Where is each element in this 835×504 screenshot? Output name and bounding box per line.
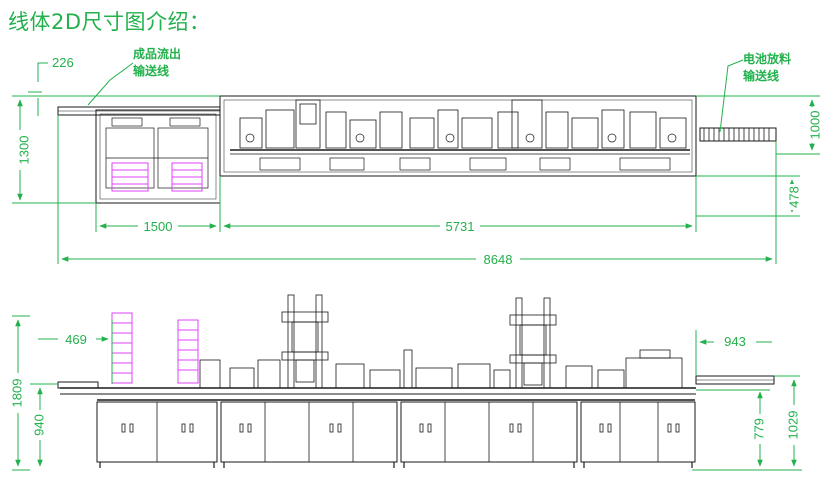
front-magenta-magazines	[111, 312, 199, 384]
dim-940: 940	[31, 414, 46, 436]
top-stations	[239, 99, 687, 149]
press-tower-right	[509, 297, 557, 389]
press-tower-left	[281, 294, 329, 389]
main-bed-inner	[223, 99, 693, 173]
dim-943: 943	[724, 334, 746, 349]
callout-output-line2: 输送线	[133, 64, 170, 78]
dim-1500: 1500	[144, 219, 173, 234]
dim-226: 226	[52, 55, 74, 70]
dim-1000: 1000	[807, 111, 822, 140]
front-view-drawing	[57, 294, 775, 468]
dim-779: 779	[751, 418, 766, 440]
cabinet-4	[580, 401, 696, 463]
dim-5731: 5731	[446, 219, 475, 234]
dim-469: 469	[65, 332, 87, 347]
dim-478: 478	[786, 186, 801, 208]
top-view-drawing	[57, 95, 777, 204]
front-view-dimensions	[12, 315, 802, 471]
page-title: 线体2D尺寸图介绍：	[8, 10, 211, 34]
callout-output-conveyor: 成品流出 输送线	[133, 46, 181, 80]
front-view-dimension-labels: 1809 940 469 943 779 1029	[9, 332, 803, 445]
top-view-dimensions	[12, 59, 820, 264]
dim-1300: 1300	[16, 136, 31, 165]
input-conveyor	[699, 127, 777, 142]
input-conveyor-chain	[703, 128, 770, 141]
top-view-dimension-labels: 226 1300 1000 478 1500 5731 8648	[10, 53, 824, 267]
callout-input-line2: 输送线	[743, 69, 780, 83]
left-section-outline	[95, 109, 221, 204]
callout-output-line1: 成品流出	[133, 47, 182, 61]
magenta-trays	[111, 162, 203, 192]
dim-8648: 8648	[484, 252, 513, 267]
callout-input-line1: 电池放料	[743, 52, 792, 66]
dim-1029: 1029	[785, 411, 800, 440]
callout-input-conveyor: 电池放料 输送线	[743, 51, 791, 85]
dim-1809: 1809	[9, 379, 24, 408]
